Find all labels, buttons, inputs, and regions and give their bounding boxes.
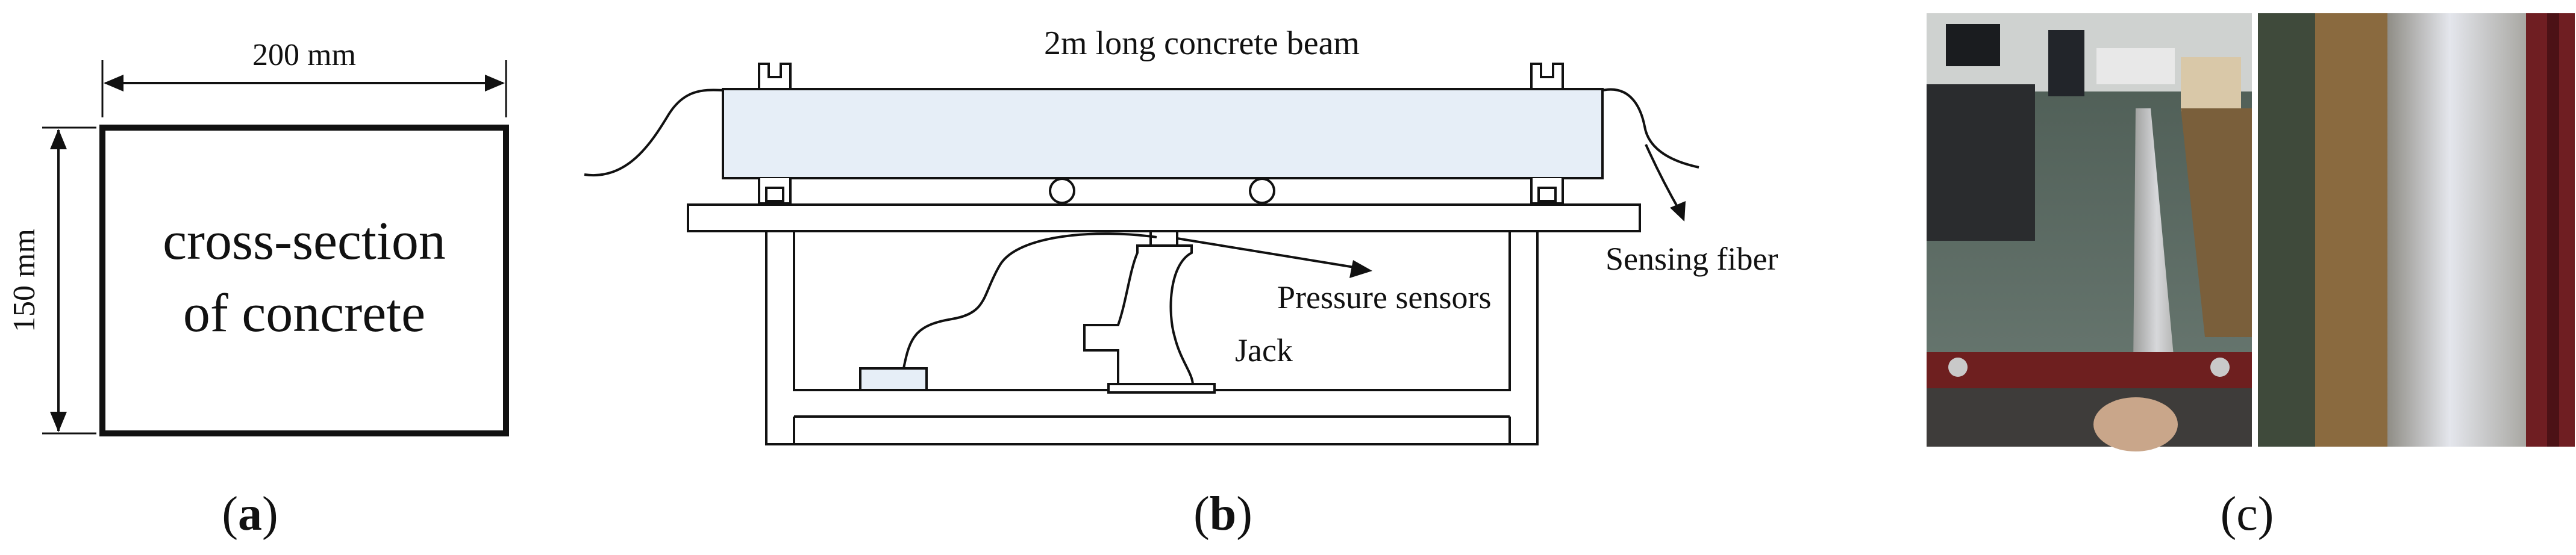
- readout-box: [859, 367, 928, 391]
- jack-base: [1107, 383, 1216, 394]
- panel-c-photos: (c): [1868, 0, 2576, 555]
- jack: [1083, 244, 1195, 386]
- photo-left-bolt-2: [2210, 358, 2230, 377]
- photo-left-desk: [1927, 84, 2035, 241]
- photo-left-bolt-1: [1948, 358, 1968, 377]
- photo-left-foreground: [1927, 388, 2252, 447]
- bottom-clamp-right-slot: [1537, 187, 1557, 202]
- photo-right-steel-shadow: [2547, 13, 2559, 447]
- pressure-sensor: [1149, 230, 1178, 247]
- frame-outer: [765, 231, 1539, 445]
- top-clamp-right: [1530, 63, 1564, 90]
- fiber-label: Sensing fiber: [1605, 241, 1778, 277]
- table-top: [687, 203, 1641, 232]
- section-rectangle: [99, 125, 509, 436]
- bottom-clamp-left-slot: [765, 187, 784, 202]
- height-arrow-top: [50, 129, 67, 149]
- panel-a-cross-section: 200 mm 150 mm cross-section of concrete …: [0, 0, 554, 555]
- caption-c: (c): [2221, 488, 2274, 541]
- sensing-fiber-left: [584, 88, 724, 177]
- photo-left-table: [2181, 108, 2252, 337]
- photo-lab-overview: [1927, 13, 2252, 451]
- photo-left-printer: [2096, 48, 2175, 84]
- photo-left-steel-beam: [1927, 352, 2252, 388]
- concrete-beam: [722, 88, 1604, 179]
- jack-label: Jack: [1235, 332, 1293, 368]
- fiber-arrowhead: [1670, 201, 1686, 222]
- section-text-line2: of concrete: [183, 284, 425, 343]
- pressure-arrowhead: [1349, 260, 1372, 278]
- photo-right-wood: [2315, 13, 2387, 447]
- photo-right-left-strip: [2258, 13, 2315, 447]
- sensor-cable: [902, 232, 1157, 369]
- pressure-leader-line: [1177, 237, 1362, 270]
- top-clamp-left: [758, 63, 792, 90]
- panel-b-test-setup: 2m long concrete beam Sensing fiber: [554, 0, 1819, 555]
- photo-left-pc: [2048, 30, 2084, 96]
- width-arrow-left: [104, 75, 123, 91]
- photo-drawing: (c): [1927, 13, 2575, 541]
- photo-right-beam: [2387, 13, 2526, 447]
- width-label: 200 mm: [252, 38, 356, 72]
- section-text-line1: cross-section: [163, 211, 446, 271]
- width-arrow-right: [485, 75, 505, 91]
- height-arrow-bottom: [50, 412, 67, 432]
- photo-left-hand: [2093, 397, 2178, 451]
- photo-beam-closeup: [2258, 13, 2575, 447]
- photo-left-monitor: [1946, 24, 2000, 66]
- pressure-label: Pressure sensors: [1277, 279, 1491, 315]
- caption-a: (a): [222, 488, 278, 541]
- beam-label: 2m long concrete beam: [1044, 25, 1360, 62]
- photo-left-device: [2181, 57, 2241, 111]
- sensing-fiber-right: [1602, 88, 1699, 169]
- height-label: 150 mm: [7, 229, 42, 332]
- roller-right: [1249, 178, 1275, 204]
- setup-drawing: 2m long concrete beam Sensing fiber: [584, 25, 1778, 541]
- fiber-leader-line: [1645, 144, 1681, 211]
- caption-b: (b): [1193, 488, 1252, 541]
- roller-left: [1049, 178, 1075, 204]
- cross-section-drawing: 200 mm 150 mm cross-section of concrete …: [7, 38, 509, 541]
